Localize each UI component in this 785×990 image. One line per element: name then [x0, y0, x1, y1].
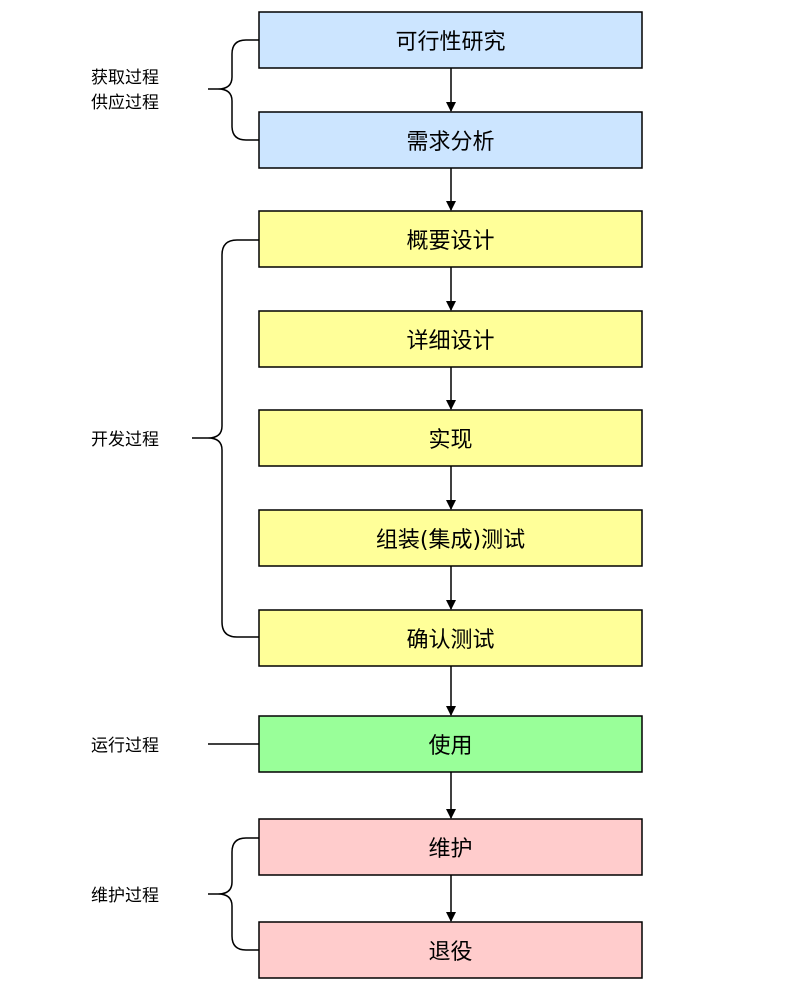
step-box-feasibility-study: 可行性研究 [258, 11, 643, 69]
step-box-detailed-design: 详细设计 [258, 310, 643, 368]
step-rect [258, 11, 643, 69]
step-label: 确认测试 [406, 628, 494, 653]
step-rect [258, 310, 643, 368]
braces [192, 39, 259, 951]
brace-acquire [208, 39, 259, 141]
step-rect [258, 210, 643, 268]
step-box-requirements-analysis: 需求分析 [258, 111, 643, 169]
process-label-develop: 开发过程 [91, 430, 159, 450]
process-label-acquire: 获取过程 [91, 68, 159, 88]
step-box-maintenance: 维护 [258, 818, 643, 876]
step-box-preliminary-design: 概要设计 [258, 210, 643, 268]
step-box-acceptance-testing: 确认测试 [258, 609, 643, 667]
step-label: 需求分析 [406, 130, 494, 155]
step-rect [258, 509, 643, 567]
step-label: 概要设计 [406, 229, 494, 254]
step-box-integration-testing: 组装(集成)测试 [258, 509, 643, 567]
step-label: 维护 [428, 837, 472, 862]
step-label: 详细设计 [406, 329, 494, 354]
step-rect [258, 921, 643, 979]
step-rect [258, 111, 643, 169]
step-box-retirement: 退役 [258, 921, 643, 979]
process-label-supply: 供应过程 [91, 93, 159, 113]
brace-develop [192, 239, 259, 638]
step-box-use: 使用 [258, 715, 643, 773]
brace-maintain [208, 837, 259, 951]
process-label-maintain: 维护过程 [91, 886, 159, 906]
process-label-operate: 运行过程 [91, 736, 159, 756]
step-label: 可行性研究 [395, 30, 505, 55]
step-label: 组装(集成)测试 [376, 528, 525, 553]
step-label: 实现 [428, 428, 472, 453]
step-box-implementation: 实现 [258, 409, 643, 467]
step-label: 退役 [428, 940, 472, 965]
step-label: 使用 [428, 734, 472, 759]
